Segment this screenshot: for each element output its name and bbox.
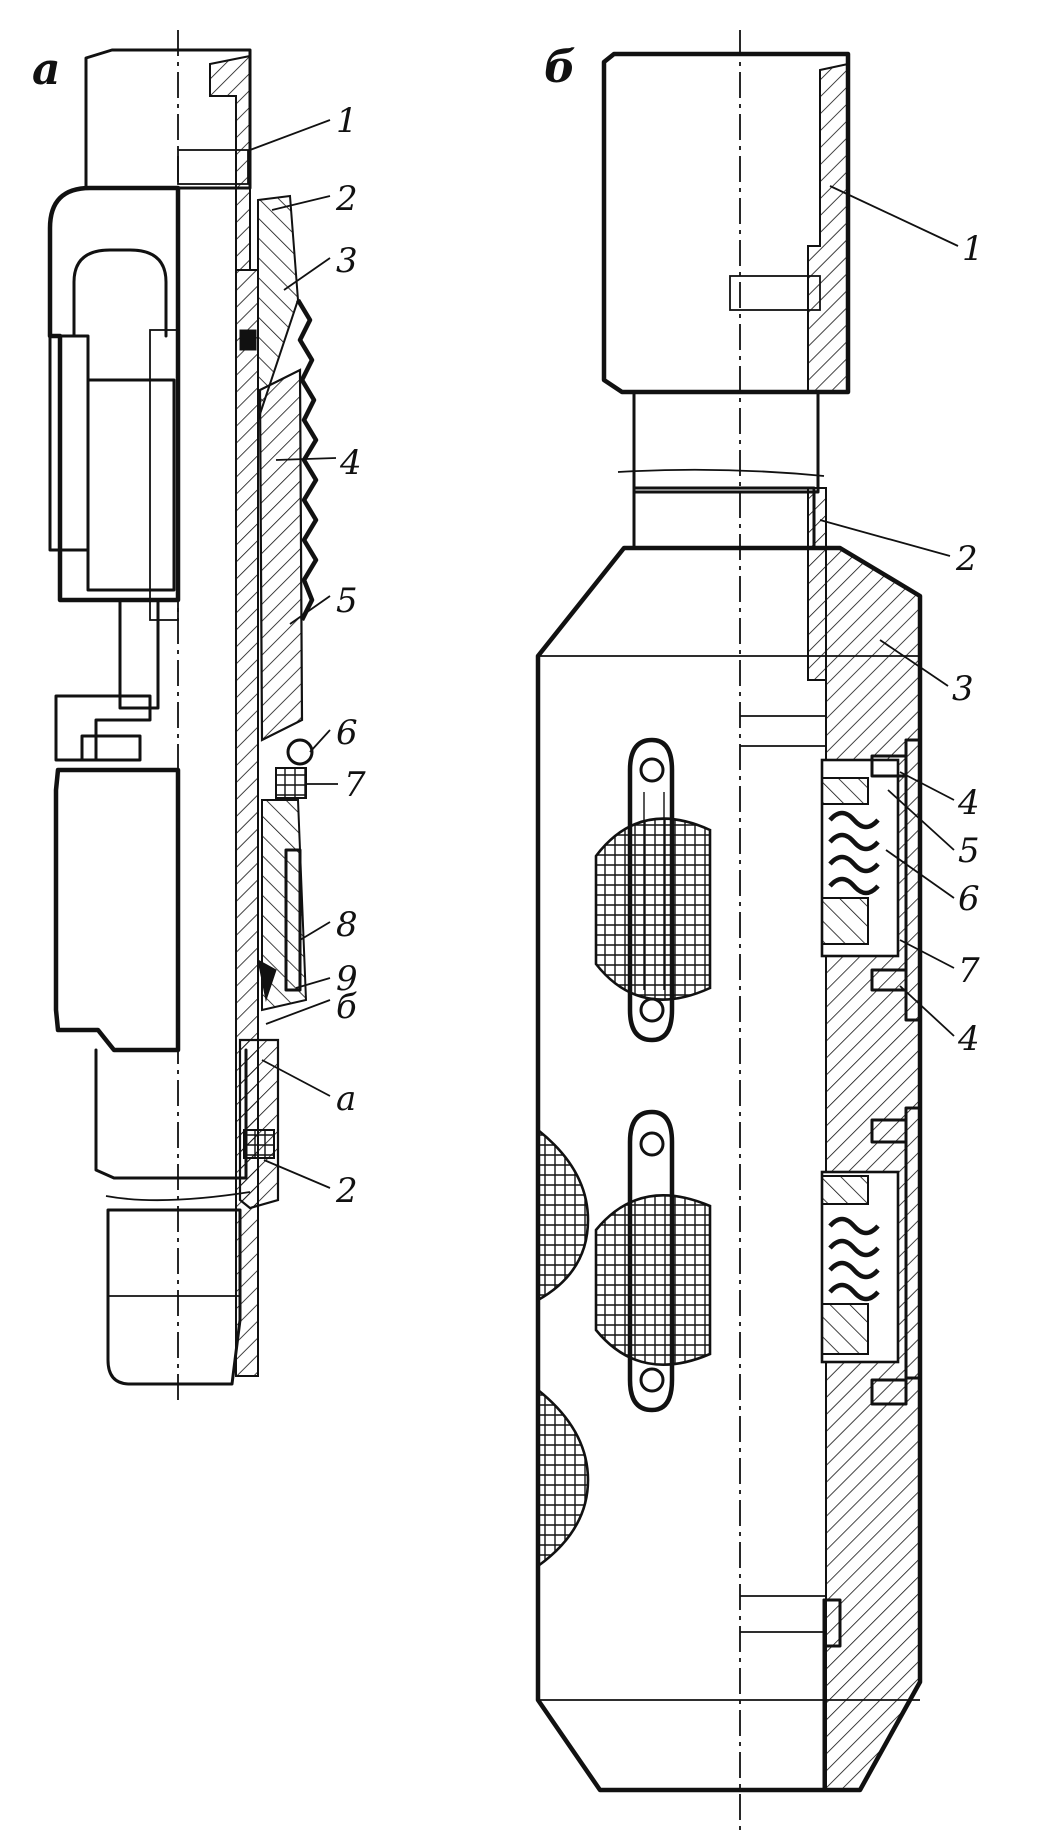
panel-a-callout-9: 9 xyxy=(336,959,358,999)
panel-a-drawing xyxy=(47,48,319,1386)
panel-a-callout-4: 4 xyxy=(339,443,362,483)
panel-b-callout-5: 5 xyxy=(958,831,980,871)
panel-a-callout-2-lower: 2 xyxy=(335,1171,358,1211)
drag-block-lower xyxy=(594,1109,712,1413)
panel-a-callout-b: б xyxy=(336,987,357,1027)
bolts xyxy=(870,754,908,1406)
panel-a-callout-7: 7 xyxy=(344,765,366,805)
panel-a-callout-5: 5 xyxy=(336,581,358,621)
drag-block-upper xyxy=(594,737,712,1043)
spring-cavity-lower xyxy=(820,1170,900,1364)
panel-a-callout-6: 6 xyxy=(336,713,358,753)
panel-b-callout-1: 1 xyxy=(962,229,984,269)
spring-cavity-upper xyxy=(820,758,900,958)
panel-b-callout-3: 3 xyxy=(952,669,974,709)
panel-a-callout-2: 2 xyxy=(335,179,358,219)
panel-a-callout-1: 1 xyxy=(336,101,358,141)
panel-a-callout-8: 8 xyxy=(336,905,358,945)
panel-b-callout-6: 6 xyxy=(958,879,980,919)
panel-b-callout-4-lower: 4 xyxy=(957,1019,980,1059)
panel-b-leaders xyxy=(819,185,959,1037)
panel-b-callout-4: 4 xyxy=(957,783,980,823)
panel-b-drawing xyxy=(535,51,923,1793)
panel-a-callout-3: 3 xyxy=(336,241,358,281)
panel-b-callout-7: 7 xyxy=(958,951,980,991)
panel-a-callout-a: а xyxy=(336,1079,356,1119)
panel-b-letter: б xyxy=(544,42,576,93)
panel-a-leaders xyxy=(249,119,338,1189)
panel-a-letter: а xyxy=(32,44,61,95)
panel-b-callout-2: 2 xyxy=(955,539,978,579)
